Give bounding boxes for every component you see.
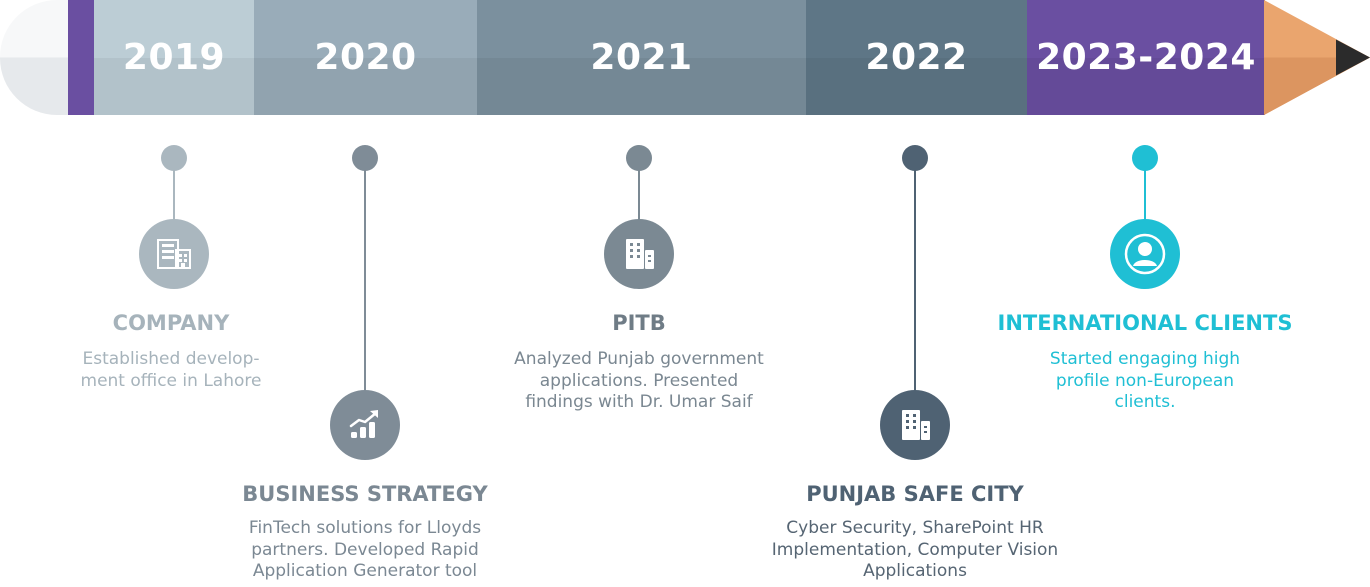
- pencil-ferrule: [68, 0, 94, 115]
- milestone-description: Cyber Security, SharePoint HR Implementa…: [745, 518, 1085, 583]
- buildings-icon: [139, 219, 209, 289]
- milestone-title: BUSINESS STRATEGY: [242, 482, 488, 506]
- year-segment-2023-2024: 2023-2024: [1027, 0, 1265, 115]
- office-building-icon: [604, 219, 674, 289]
- year-label: 2020: [314, 37, 417, 78]
- milestone-connector: [914, 158, 916, 394]
- milestone-connector: [1144, 158, 1146, 223]
- year-label: 2021: [590, 37, 693, 78]
- milestone-description: Established develop- ment office in Laho…: [1, 349, 341, 392]
- description-line: Implementation, Computer Vision: [771, 539, 1059, 560]
- milestone-description: Started engaging high profile non-Europe…: [975, 349, 1315, 414]
- description-line: findings with Dr. Umar Saif: [525, 392, 753, 412]
- milestone-description: FinTech solutions for Lloyds partners. D…: [195, 518, 535, 583]
- pencil-eraser: [0, 0, 70, 115]
- description-line: partners. Developed Rapid: [251, 539, 479, 560]
- milestone-connector: [364, 158, 366, 394]
- milestone-description: Analyzed Punjab government applications.…: [469, 349, 809, 414]
- description-line: ment office in Lahore: [80, 370, 262, 391]
- description-line: Application Generator tool: [252, 561, 478, 581]
- description-line: Cyber Security, SharePoint HR: [786, 518, 1044, 538]
- milestone-title: PUNJAB SAFE CITY: [806, 482, 1024, 506]
- description-line: Established develop-: [82, 349, 260, 369]
- description-line: clients.: [1114, 392, 1176, 412]
- description-line: applications. Presented: [539, 370, 739, 391]
- pencil-timeline-bar: 2019 2020 2021 2022 2023-2024: [0, 0, 1370, 115]
- year-label: 2019: [122, 37, 226, 78]
- description-line: profile non-European: [1055, 370, 1235, 391]
- user-icon: [1110, 219, 1180, 289]
- growth-chart-icon: [330, 390, 400, 460]
- year-segment-2020: 2020: [254, 0, 477, 115]
- pencil-tip: [1264, 0, 1370, 115]
- description-line: Analyzed Punjab government: [514, 349, 764, 369]
- year-label: 2022: [865, 37, 968, 78]
- milestone-title: PITB: [612, 311, 666, 335]
- year-label: 2023-2024: [1036, 37, 1256, 78]
- description-line: Applications: [863, 561, 967, 581]
- description-line: FinTech solutions for Lloyds: [248, 518, 482, 538]
- description-line: Started engaging high: [1049, 349, 1241, 369]
- milestone-title: COMPANY: [112, 311, 230, 335]
- office-building-icon: [880, 390, 950, 460]
- milestone-title: INTERNATIONAL CLIENTS: [997, 311, 1293, 335]
- milestone-connector: [173, 158, 175, 223]
- year-segment-2022: 2022: [806, 0, 1027, 115]
- year-segment-2021: 2021: [477, 0, 806, 115]
- year-segment-2019: 2019: [94, 0, 254, 115]
- milestone-connector: [638, 158, 640, 223]
